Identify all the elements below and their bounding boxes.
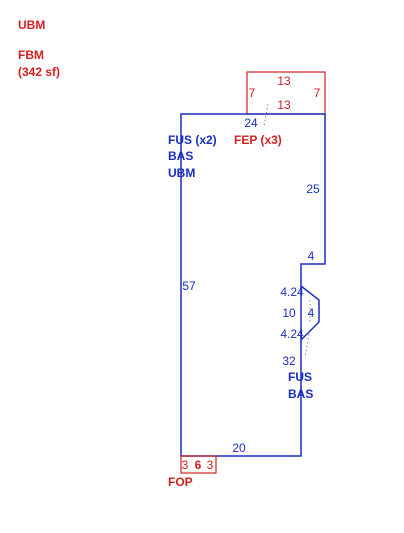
main-label-fus: FUS (x2): [168, 133, 217, 147]
porch-top-dim-top: 13: [277, 74, 291, 88]
porch-bottom-dim-right: 3: [207, 458, 214, 472]
porch-bottom-label: FOP: [168, 475, 193, 489]
legend-fbm: FBM: [18, 48, 44, 62]
porch-top-label: FEP (x3): [234, 133, 282, 147]
main-label-ubm: UBM: [168, 166, 195, 180]
main-area-outline: [180, 113, 326, 457]
porch-bottom-dim-width: 6: [195, 458, 202, 472]
bay-dim-depth: 4: [308, 306, 315, 320]
bay-leader-line: [304, 333, 310, 359]
porch-bottom-outline: [180, 455, 217, 474]
bay-dim-width: 10: [282, 306, 296, 320]
legend-ubm: UBM: [18, 18, 45, 32]
porch-top-dim-bottom: 13: [277, 98, 291, 112]
porch-bottom-dim-left: 3: [182, 458, 189, 472]
porch-top-dim-right: 7: [314, 86, 321, 100]
main-dim-right-lower: 32: [282, 354, 296, 368]
legend-fbm-area: (342 sf): [18, 65, 60, 79]
main-label-bas: BAS: [168, 149, 193, 163]
bay-label-bas: BAS: [288, 387, 313, 401]
main-dim-right-upper: 25: [306, 182, 320, 196]
main-dim-left: 57: [182, 279, 196, 293]
bay-dim-diag-bottom: 4.24: [280, 327, 304, 341]
main-dim-bottom: 20: [232, 441, 246, 455]
porch-top-leader-line: [263, 103, 269, 127]
main-dim-top: 24: [244, 116, 258, 130]
porch-top-dim-left: 7: [249, 86, 256, 100]
main-dim-step: 4: [308, 249, 315, 263]
bay-label-fus: FUS: [288, 370, 312, 384]
bay-dim-diag-top: 4.24: [280, 285, 304, 299]
